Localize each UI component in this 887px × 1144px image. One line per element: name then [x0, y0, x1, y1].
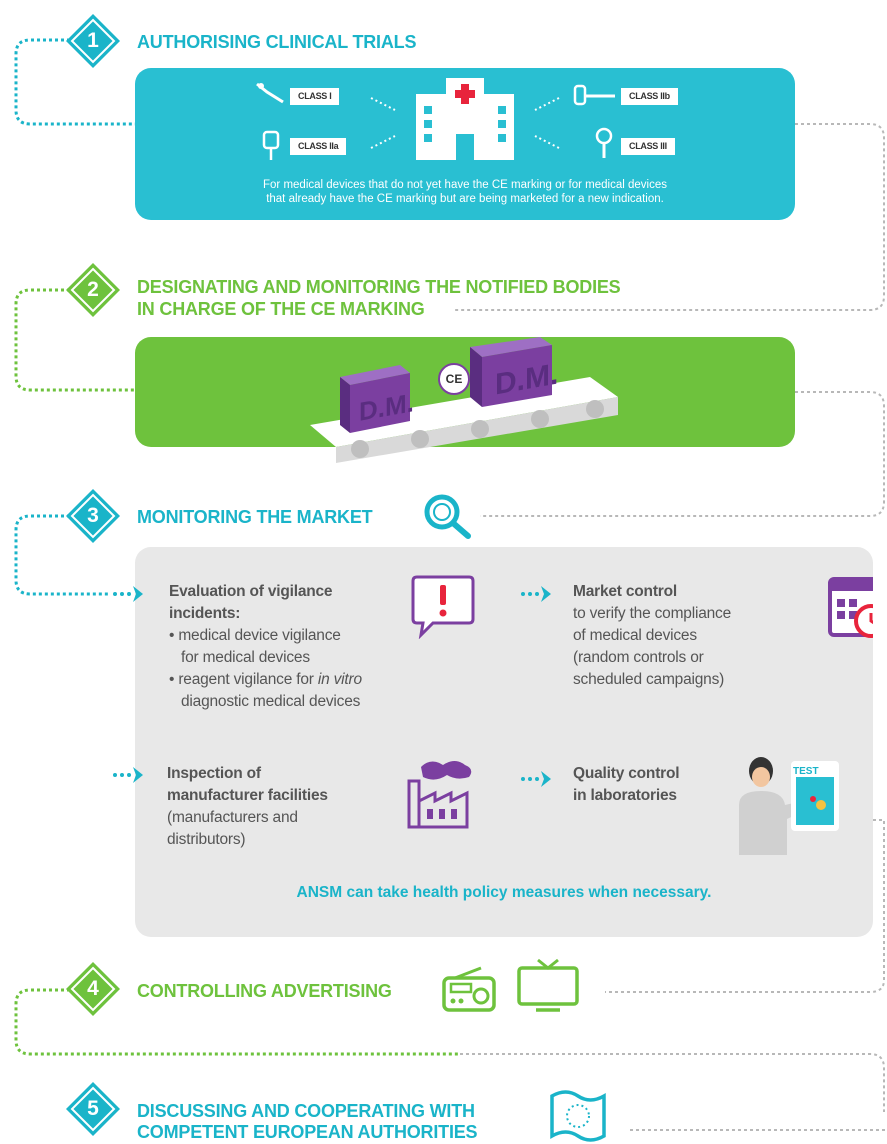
market-control-line-2: to verify the compliance [573, 605, 732, 622]
calendar-clock-icon [828, 577, 873, 638]
market-control-heading: Market control [573, 583, 677, 600]
inspection-text: Inspection of manufacturer facilities (m… [167, 763, 407, 851]
market-control-line-5: scheduled campaigns) [573, 671, 725, 688]
hospital-icon [416, 78, 514, 160]
quality-text: Quality control in laboratories [573, 763, 743, 807]
magnifier-icon [424, 494, 471, 539]
scalpel-icon [256, 82, 284, 104]
quality-heading-2: in laboratories [573, 787, 677, 804]
step-1-title: AUTHORISING CLINICAL TRIALS [137, 32, 417, 52]
inspection-arrow-icon [113, 767, 143, 783]
inspection-heading-2: manufacturer facilities [167, 787, 328, 804]
alert-speech-bubble-icon [411, 575, 475, 639]
implant-icon [595, 127, 613, 158]
lab-technician-icon [739, 757, 839, 855]
vigilance-bullet-1-cont: for medical devices [181, 649, 310, 666]
vigilance-arrow-icon [113, 586, 143, 602]
eu-flag-icon [550, 1090, 606, 1142]
step-5-title-line2: COMPETENT EUROPEAN AUTHORITIES [137, 1122, 478, 1142]
step-2-diamond: 2 [64, 261, 122, 319]
market-monitoring-panel: Evaluation of vigilance incidents: • med… [113, 547, 873, 937]
step-1-diamond: 1 [64, 12, 122, 70]
class-iii-label: CLASS III [621, 138, 675, 155]
class-iia-label: CLASS IIa [290, 138, 347, 155]
vigilance-bullet-2-italic: in vitro [317, 671, 362, 688]
iv-bag-icon [262, 130, 280, 160]
radio-icon [442, 966, 496, 1012]
quality-arrow-icon [521, 771, 551, 787]
step-3-diamond: 3 [64, 487, 122, 545]
test-label: TEST [793, 766, 819, 777]
step-2-title-line2: IN CHARGE OF THE CE MARKING [137, 299, 425, 319]
step-5-diamond: 5 [64, 1080, 122, 1138]
vigilance-text: Evaluation of vigilance incidents: • med… [169, 581, 439, 713]
market-control-text: Market control to verify the compliance … [573, 581, 813, 691]
inspection-heading-1: Inspection of [167, 765, 261, 782]
step-3-title: MONITORING THE MARKET [137, 507, 373, 527]
step-4-number: 4 [87, 977, 99, 1000]
clinical-trials-text-2: that already have the CE marking but are… [266, 193, 664, 205]
health-policy-measures: ANSM can take health policy measures whe… [296, 884, 712, 901]
factory-icon [407, 761, 472, 829]
step-5-number: 5 [87, 1097, 99, 1120]
step-2-title-line1: DESIGNATING AND MONITORING THE NOTIFIED … [137, 277, 621, 297]
clinical-trials-text-1: For medical devices that do not yet have… [263, 179, 667, 191]
step-1-number: 1 [87, 29, 99, 52]
conveyor-belt-icon [310, 337, 618, 463]
notified-bodies-panel: D.M. D.M. CE [135, 337, 795, 463]
class-i-label: CLASS I [290, 88, 340, 105]
quality-heading-1: Quality control [573, 765, 680, 782]
inspection-line-3: (manufacturers and [167, 809, 298, 826]
ce-mark-badge: CE [438, 363, 470, 395]
class-iib-label: CLASS IIb [621, 88, 678, 105]
class-connectors [370, 97, 560, 149]
market-control-line-3: of medical devices [573, 627, 697, 644]
step-4-diamond: 4 [64, 960, 122, 1018]
vigilance-bullet-2: • reagent vigilance for [169, 671, 318, 688]
market-control-arrow-icon [521, 586, 551, 602]
catheter-icon [573, 84, 615, 106]
vigilance-bullet-1: • medical device vigilance [169, 627, 341, 644]
step-4-title: CONTROLLING ADVERTISING [137, 981, 392, 1001]
market-control-line-4: (random controls or [573, 649, 704, 666]
vigilance-heading-1: Evaluation of vigilance [169, 583, 333, 600]
clinical-trials-panel: CLASS I CLASS IIa CLASS IIb CLASS III Fo… [135, 68, 795, 220]
vigilance-heading-2: incidents: [169, 605, 241, 622]
step-2-number: 2 [87, 278, 99, 301]
step-3-number: 3 [87, 504, 99, 527]
inspection-line-4: distributors) [167, 831, 246, 848]
step-5-title-line1: DISCUSSING AND COOPERATING WITH [137, 1101, 475, 1121]
tv-icon [517, 958, 579, 1012]
vigilance-bullet-2-cont: diagnostic medical devices [181, 693, 361, 710]
